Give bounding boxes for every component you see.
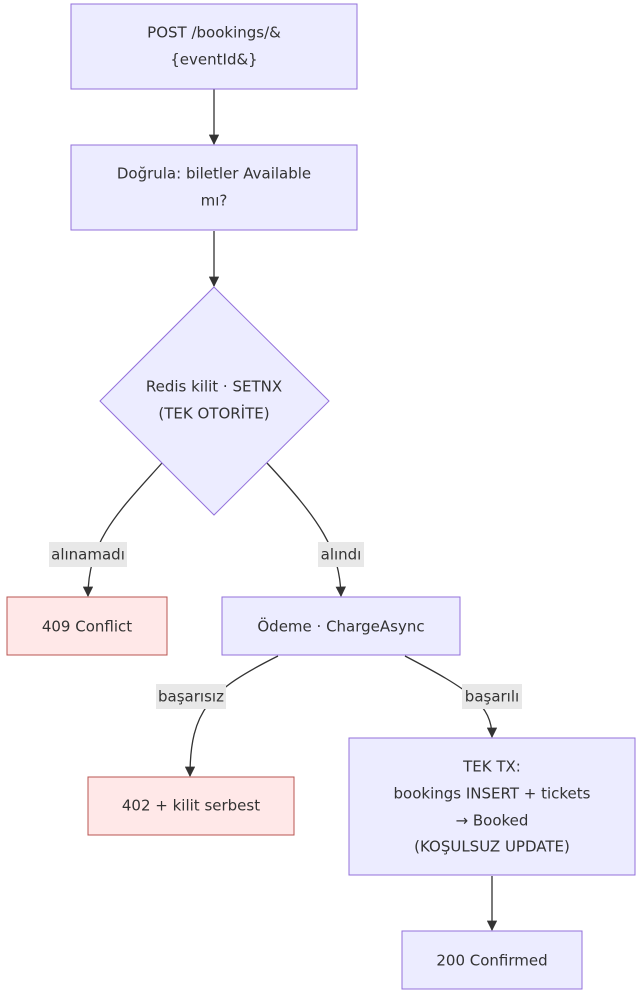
edge-lock-to-conflict — [82, 462, 163, 598]
node-200-confirmed: 200 Confirmed — [401, 930, 583, 990]
svg-text:Ödeme · ChargeAsync: Ödeme · ChargeAsync — [257, 617, 424, 636]
svg-text:mı?: mı? — [201, 192, 228, 210]
svg-text:402 + kilit serbest: 402 + kilit serbest — [122, 797, 260, 815]
svg-text:başarısız: başarısız — [158, 688, 224, 706]
edge-label-succeeded: başarılı — [462, 684, 522, 709]
svg-text:bookings INSERT + tickets: bookings INSERT + tickets — [394, 785, 591, 803]
edge-payment-to-release — [184, 655, 279, 778]
svg-text:→ Booked: → Booked — [456, 812, 529, 830]
svg-text:{eventId&}: {eventId&} — [170, 51, 257, 69]
node-validate: Doğrula: biletler Available mı? — [70, 144, 358, 231]
svg-text:Doğrula: biletler Available: Doğrula: biletler Available — [117, 165, 311, 183]
edge-label-acquired: alındı — [318, 542, 364, 567]
svg-text:(TEK OTORİTE): (TEK OTORİTE) — [158, 404, 269, 423]
edge-label-not-acquired: alınamadı — [49, 542, 127, 567]
svg-text:Redis kilit · SETNX: Redis kilit · SETNX — [146, 378, 282, 396]
edge-label-failed: başarısız — [156, 684, 226, 709]
node-post-request: POST /bookings/& {eventId&} — [70, 3, 358, 90]
svg-text:TEK TX:: TEK TX: — [462, 758, 521, 776]
node-409-conflict: 409 Conflict — [6, 596, 168, 656]
svg-text:POST /bookings/&: POST /bookings/& — [147, 24, 281, 42]
svg-text:başarılı: başarılı — [465, 688, 519, 706]
svg-text:alınamadı: alınamadı — [51, 546, 125, 564]
node-single-transaction: TEK TX: bookings INSERT + tickets → Book… — [348, 737, 636, 876]
svg-text:409 Conflict: 409 Conflict — [42, 618, 132, 636]
edge-lock-to-payment — [266, 462, 346, 598]
svg-text:(KOŞULSUZ UPDATE): (KOŞULSUZ UPDATE) — [414, 838, 570, 856]
node-payment: Ödeme · ChargeAsync — [221, 596, 461, 656]
node-402-release-lock: 402 + kilit serbest — [87, 776, 295, 836]
node-redis-lock-decision: Redis kilit · SETNX (TEK OTORİTE) — [99, 286, 330, 516]
svg-text:200 Confirmed: 200 Confirmed — [436, 952, 547, 970]
svg-text:alındı: alındı — [321, 546, 362, 564]
